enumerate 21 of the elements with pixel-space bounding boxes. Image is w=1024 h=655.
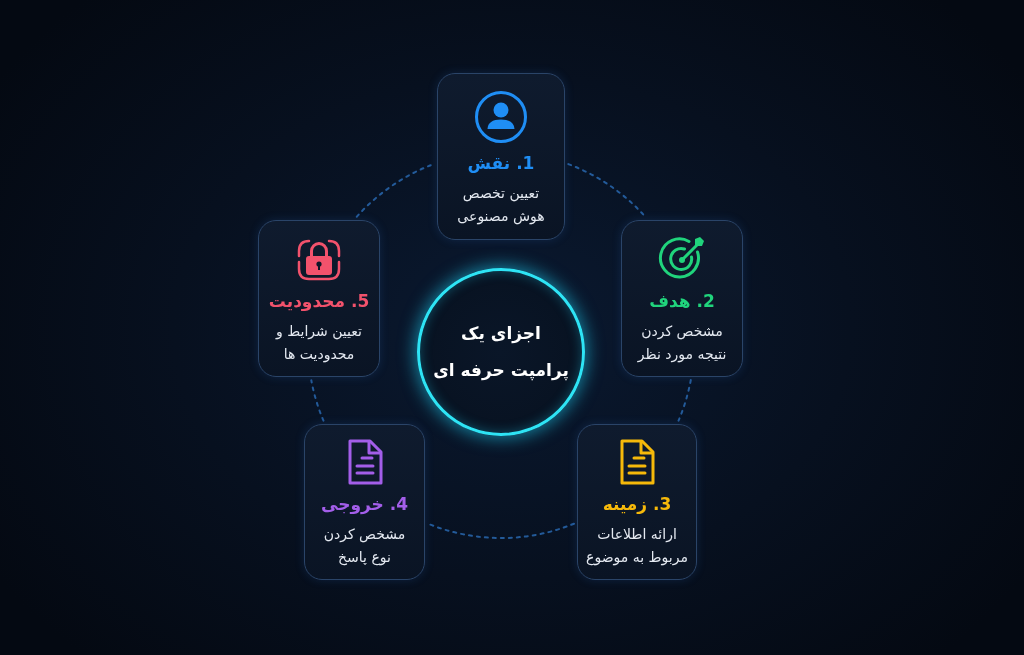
card <box>621 220 743 377</box>
card-heading: 5. محدودیت <box>268 290 370 312</box>
card <box>258 220 380 377</box>
dashed-arc <box>427 522 575 540</box>
dashed-arc <box>310 379 325 422</box>
dashed-arc <box>677 379 692 422</box>
card <box>437 73 565 240</box>
card-heading: 3. زمینه <box>602 493 672 515</box>
card-heading: 4. خروجی <box>320 493 409 515</box>
dashed-arc <box>355 163 435 218</box>
card <box>304 424 425 580</box>
card-heading: 2. هدف <box>649 290 715 312</box>
card-description: تعیین تخصص هوش مصنوعی <box>457 184 545 227</box>
card-description: مشخص کردن نتیجه مورد نظر <box>637 322 727 365</box>
card-description: ارائه اطلاعات مربوط به موضوع <box>586 525 688 568</box>
card-description: تعیین شرایط و محدودیت ها <box>276 322 362 365</box>
card-heading: 1. نقش <box>467 152 535 174</box>
card <box>577 424 697 580</box>
card-description: مشخص کردن نوع پاسخ <box>323 525 406 568</box>
center-circle: اجزای یک پرامپت حرفه ای <box>417 268 585 436</box>
dashed-arc <box>567 163 647 218</box>
